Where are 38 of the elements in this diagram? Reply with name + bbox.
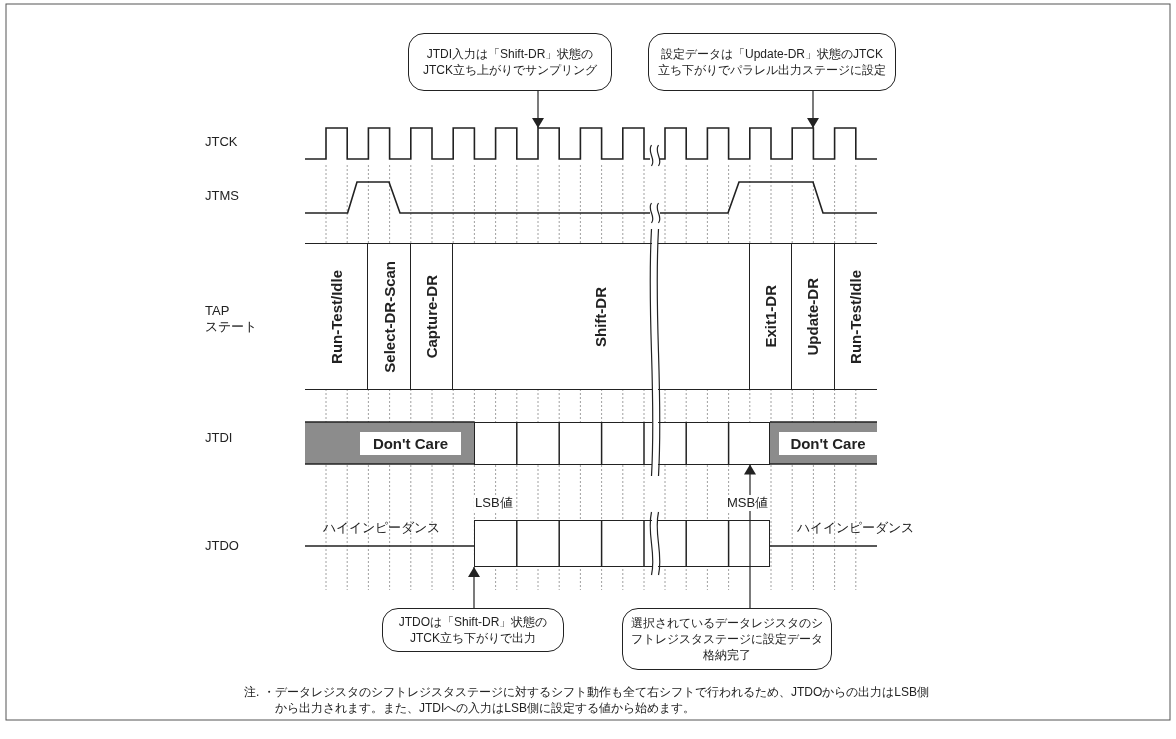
tap-state-cell	[834, 243, 877, 390]
shift-data-cells	[474, 520, 770, 567]
signal-name: JTDI	[205, 430, 233, 446]
signal-name: JTCK	[205, 134, 238, 150]
callout-arrow	[468, 566, 480, 609]
tap-state-cell	[368, 243, 411, 390]
state-name: Select-DR-Scan	[380, 260, 398, 373]
state-name: Update-DR	[804, 277, 822, 356]
callout-bubble: JTDI入力は「Shift-DR」状態のJTCK立ち上がりでサンプリング	[408, 33, 612, 91]
note-text: ・データレジスタのシフトレジスタステージに対するシフト動作も全て右シフトで行われるため、JTDOからの出力はLSB側から出力されます。また、JTDIへの入力はLSB側に設定する値から始めます。	[263, 684, 930, 716]
tap-state-cell	[305, 243, 369, 390]
state-name: Exit1-DR	[762, 285, 779, 348]
callout-arrow	[532, 90, 544, 129]
state-label: ハイインピーダンス	[323, 520, 440, 536]
signal-name: TAP ステート	[205, 303, 258, 335]
tap-state-cell	[453, 243, 750, 390]
bit-label: MSB値	[726, 495, 770, 511]
shift-data-cells	[474, 422, 770, 465]
tap-state-cell	[792, 243, 835, 390]
clock-waveform	[304, 127, 878, 160]
callout-bubble: 選択されているデータレジスタのシフトレジスタステージに設定データ格納完了	[622, 608, 832, 670]
callout-arrow	[744, 463, 756, 609]
state-name: Capture-DR	[423, 274, 440, 359]
state-name: Run-Test/Idle	[327, 269, 345, 364]
callout-bubble: 設定データは「Update-DR」状態のJTCK立ち下がりでパラレル出力ステージに設定	[648, 33, 896, 91]
tap-state-cell	[410, 243, 454, 390]
note-label: 注.	[244, 684, 260, 700]
signal-name: JTMS	[205, 188, 239, 204]
signal-name: JTDO	[205, 538, 239, 554]
state-name: Run-Test/Idle	[847, 269, 865, 364]
callout-bubble: JTDOは「Shift-DR」状態のJTCK立ち下がりで出力	[382, 608, 564, 652]
callout-arrow	[807, 90, 819, 129]
dont-care-label: Don't Care	[360, 432, 461, 455]
bit-label: LSB値	[474, 495, 514, 511]
tap-state-cell	[749, 243, 793, 390]
dont-care-label: Don't Care	[779, 432, 877, 455]
state-label: ハイインピーダンス	[797, 520, 914, 536]
state-name: Shift-DR	[592, 286, 610, 347]
